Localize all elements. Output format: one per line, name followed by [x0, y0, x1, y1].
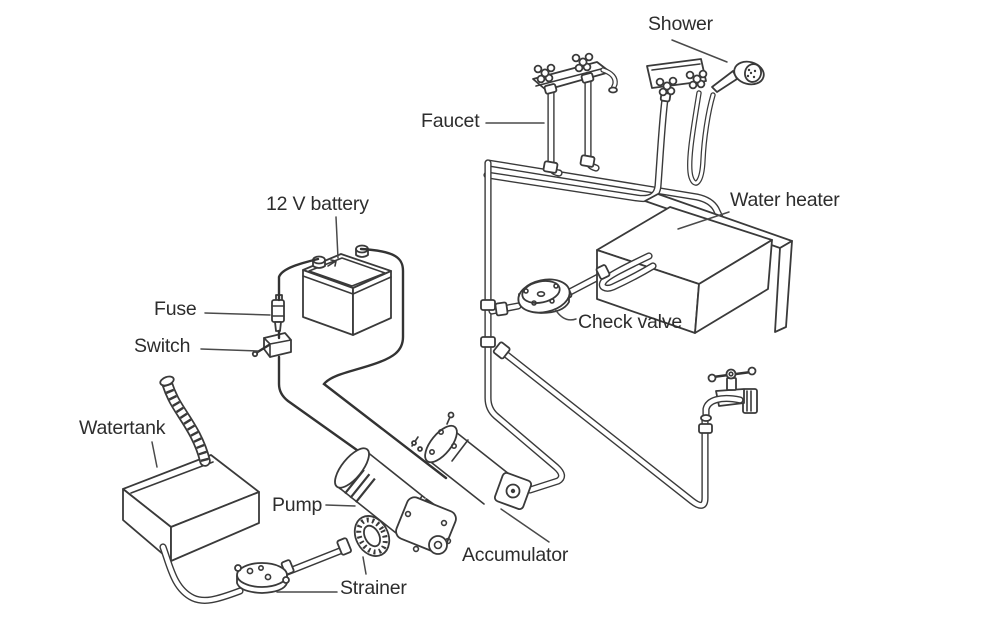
leader-switch — [200, 348, 259, 352]
water-heater-shape — [596, 193, 793, 334]
label-accumulator: Accumulator — [462, 544, 569, 566]
leader-fuse — [204, 312, 271, 316]
wire-battery-to-fuse — [277, 257, 320, 302]
shower-shape — [646, 58, 765, 183]
leader-strainer-up — [362, 556, 367, 575]
label-shower: Shower — [648, 13, 713, 35]
pipe-faucet-riser-left — [551, 90, 559, 173]
leader-shower — [671, 39, 728, 63]
pipe-cold-main — [488, 163, 562, 490]
shower-valve-right — [685, 69, 708, 90]
strainer-shape — [234, 562, 290, 594]
label-switch: Switch — [134, 335, 191, 357]
pipe-tap-branch — [503, 352, 705, 505]
leader-accumulator — [500, 508, 550, 543]
accumulator-valve-stem — [446, 416, 451, 425]
battery-terminal-positive — [312, 255, 326, 269]
pump-inlet-strainer — [353, 515, 391, 557]
battery-shape — [302, 244, 392, 336]
tap-thread-fitting — [742, 388, 758, 414]
switch-shape — [251, 332, 292, 358]
label-fuse: Fuse — [154, 298, 197, 320]
label-strainer: Strainer — [340, 577, 407, 599]
watertank-shape — [122, 454, 260, 562]
tap-spout — [700, 398, 740, 422]
pipe-faucet-riser-right — [588, 79, 596, 168]
label-watertank: Watertank — [79, 417, 166, 439]
label-check-valve: Check valve — [578, 311, 683, 333]
wire-switch-to-pump — [277, 355, 439, 509]
label-battery: 12 V battery — [266, 193, 369, 215]
pipe-strainer-to-pump — [280, 537, 352, 575]
shower-valve-left — [655, 76, 678, 97]
leader-watertank — [151, 441, 158, 468]
pipe-coupling — [492, 341, 511, 360]
accumulator-shape — [424, 411, 532, 510]
shower-head — [711, 60, 765, 93]
wire-battery-to-pump — [322, 247, 448, 480]
tank-filler-hose — [159, 375, 205, 461]
label-faucet: Faucet — [421, 110, 480, 132]
battery-terminal-negative — [355, 244, 369, 258]
pipe-coupling — [480, 336, 496, 348]
leader-pump — [325, 504, 356, 507]
leader-water-heater — [677, 211, 730, 230]
pump-shape — [334, 436, 457, 557]
leader-battery — [335, 216, 339, 259]
shower-hose — [690, 93, 713, 183]
pipe-cold-manifold — [487, 99, 665, 199]
battery-polarity-mark — [327, 259, 337, 267]
leader-check-valve — [554, 308, 577, 321]
faucet-handle-left — [533, 63, 556, 84]
faucet-shape — [532, 52, 618, 174]
pipe-coupling — [698, 423, 713, 434]
faucet-spout — [600, 67, 618, 94]
tap-handle — [707, 366, 757, 383]
label-water-heater: Water heater — [730, 189, 840, 211]
faucet-handle-right — [571, 52, 594, 73]
pipe-coupling — [480, 299, 496, 311]
tap-shape — [700, 366, 758, 422]
check-valve-shape — [494, 264, 611, 317]
label-pump: Pump — [272, 494, 323, 516]
